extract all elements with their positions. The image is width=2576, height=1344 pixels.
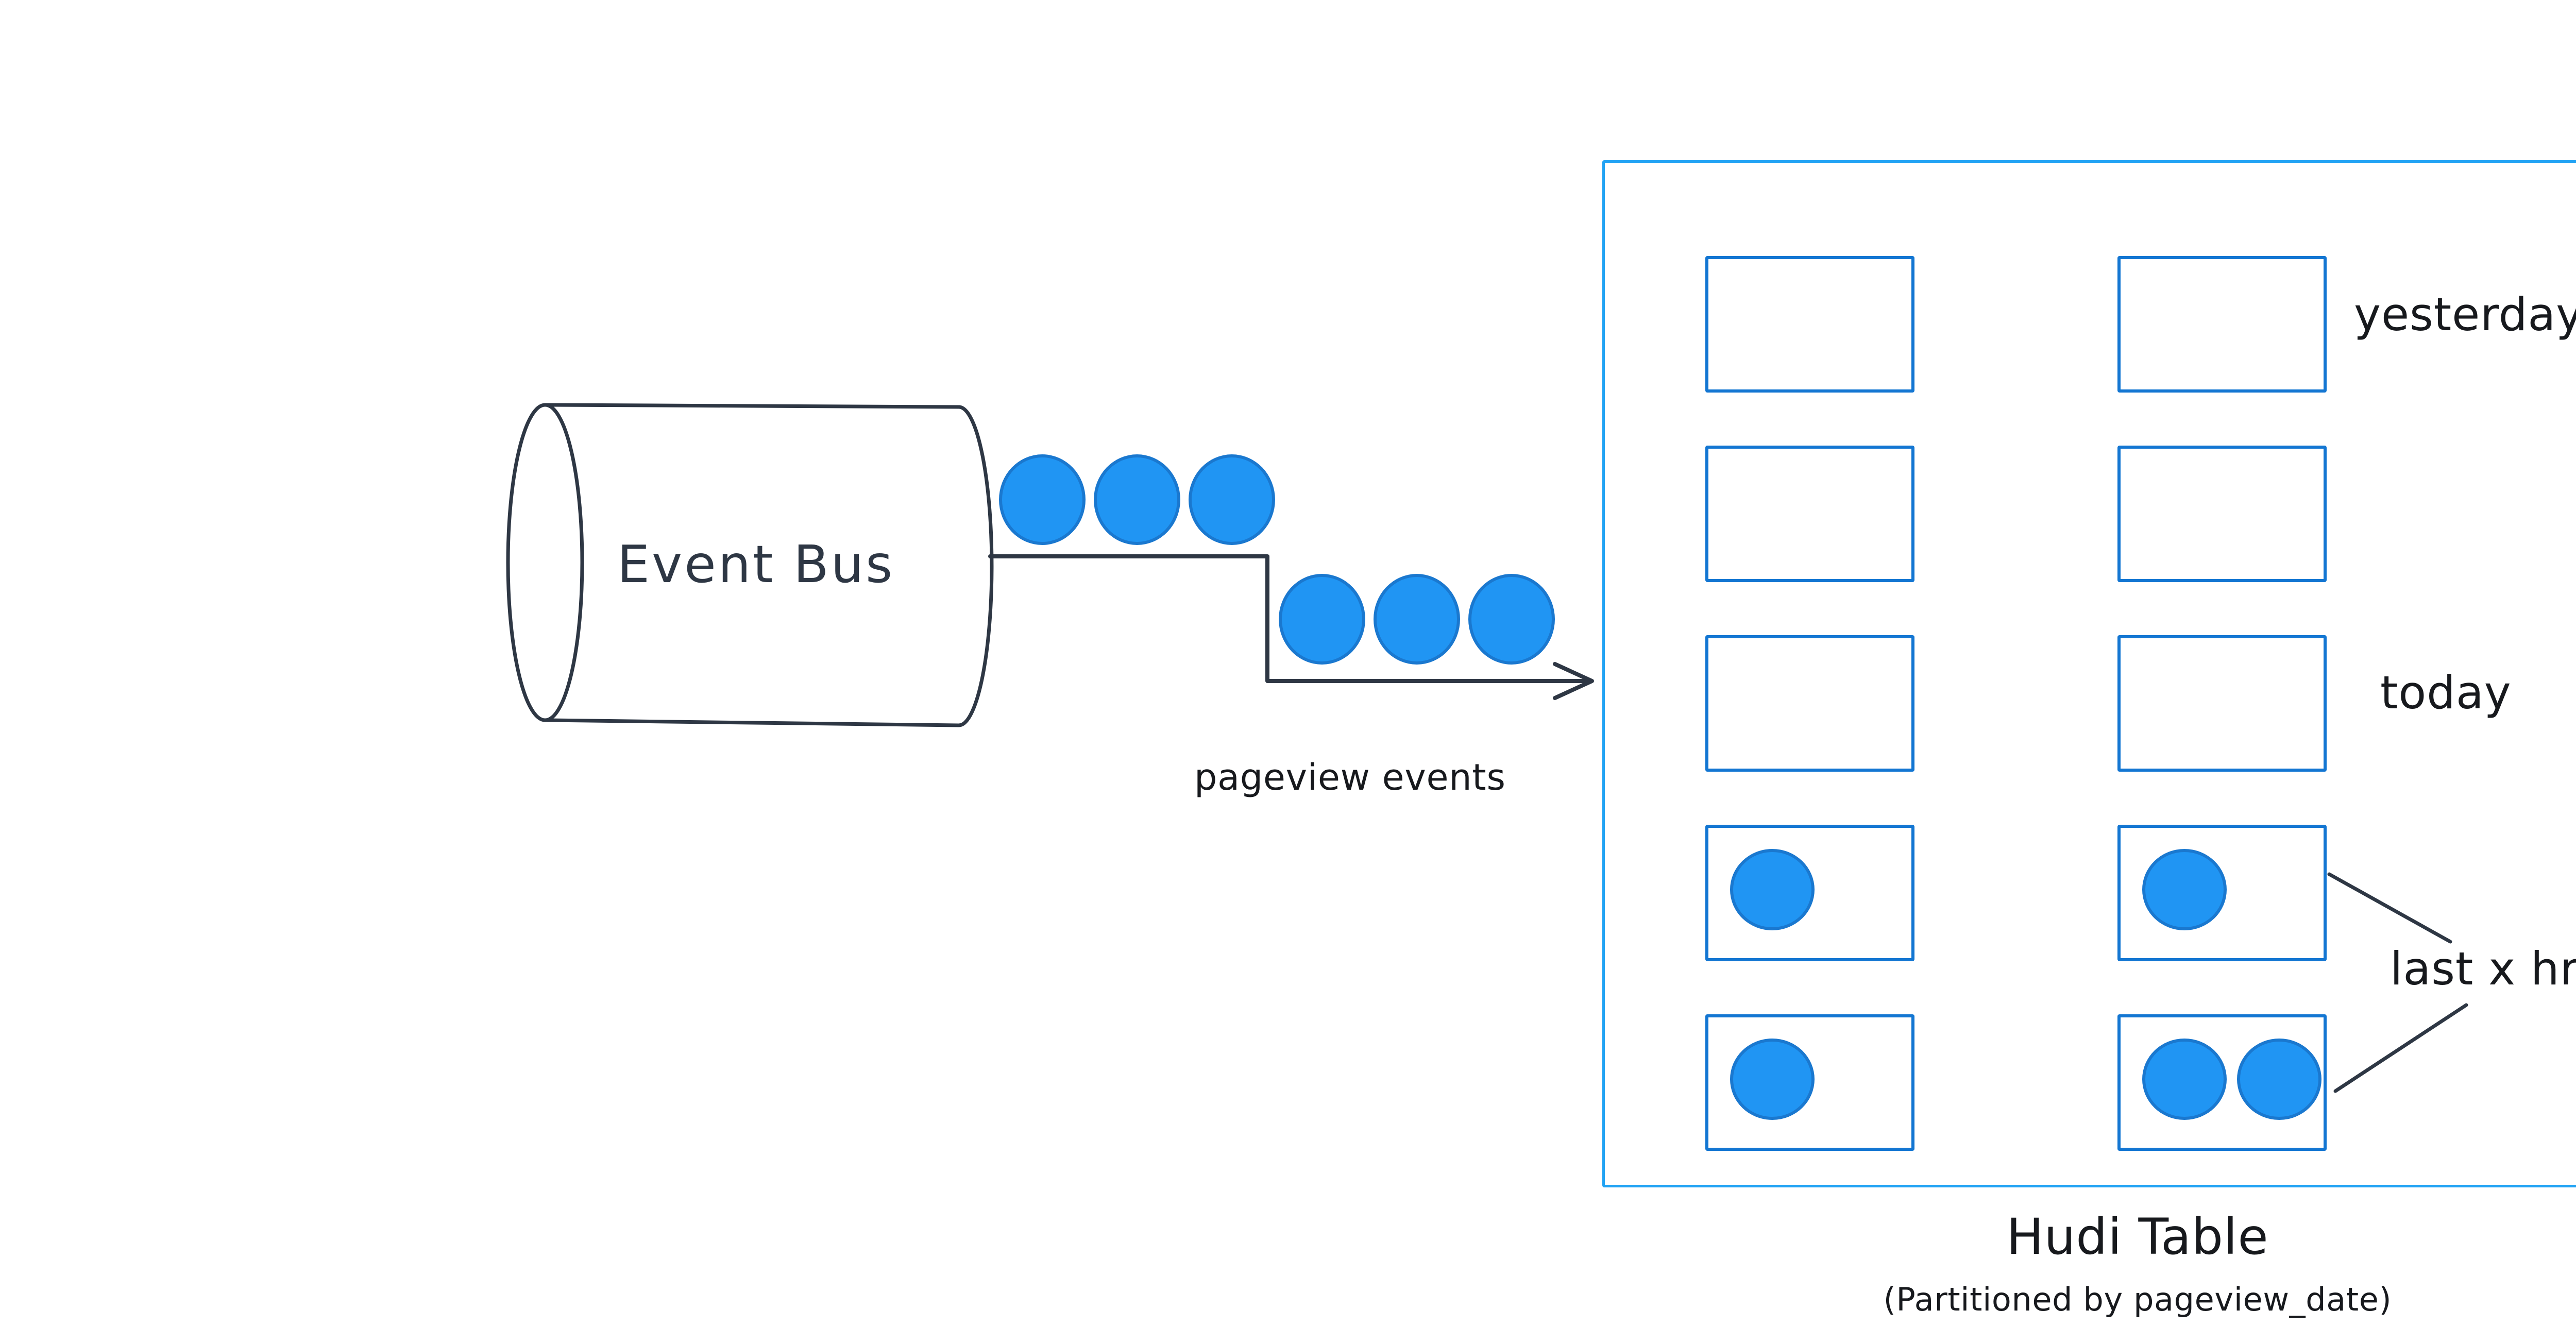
event-dot xyxy=(999,454,1086,545)
event-bus-cylinder xyxy=(506,403,994,727)
partition-cell-r3-c1 xyxy=(1705,635,1914,772)
event-dot xyxy=(1189,454,1275,545)
callout-label-last-x-hrs: last x hrs xyxy=(2390,942,2576,995)
event-dot xyxy=(1374,574,1460,665)
event-dot xyxy=(2142,1038,2227,1120)
partition-cell-r5-c1 xyxy=(1705,1014,1914,1151)
row-label-yesterday: yesterday xyxy=(2354,288,2576,341)
partition-cell-r1-c2 xyxy=(2117,256,2327,393)
event-bus-label: Event Bus xyxy=(617,534,895,594)
hudi-table-title: Hudi Table xyxy=(2006,1208,2269,1266)
callout-line-lower xyxy=(2333,1003,2468,1093)
row-label-today: today xyxy=(2380,666,2512,719)
event-dot xyxy=(1730,1038,1815,1120)
partition-cell-r4-c1 xyxy=(1705,825,1914,961)
partition-cell-r2-c1 xyxy=(1705,446,1914,582)
flow-connector-arrow xyxy=(988,554,1594,700)
event-dot xyxy=(1279,574,1365,665)
event-dot xyxy=(1094,454,1180,545)
partition-cell-r1-c1 xyxy=(1705,256,1914,393)
partition-cell-r5-c2 xyxy=(2117,1014,2327,1151)
hudi-table-subtitle: (Partitioned by pageview_date) xyxy=(1883,1281,2392,1318)
event-queue-upper xyxy=(999,454,1275,545)
callout-line-upper xyxy=(2327,872,2452,944)
event-queue-lower xyxy=(1279,574,1555,665)
partition-cell-r3-c2 xyxy=(2117,635,2327,772)
partition-cell-r2-c2 xyxy=(2117,446,2327,582)
event-dot xyxy=(1730,848,1815,930)
event-dot xyxy=(2142,848,2227,930)
event-dot xyxy=(1468,574,1555,665)
event-dot xyxy=(2237,1038,2321,1120)
flow-label: pageview events xyxy=(1194,756,1506,798)
partition-cell-r4-c2 xyxy=(2117,825,2327,961)
callout-lines xyxy=(2327,872,2468,1093)
hudi-table-box xyxy=(1602,160,2576,1187)
